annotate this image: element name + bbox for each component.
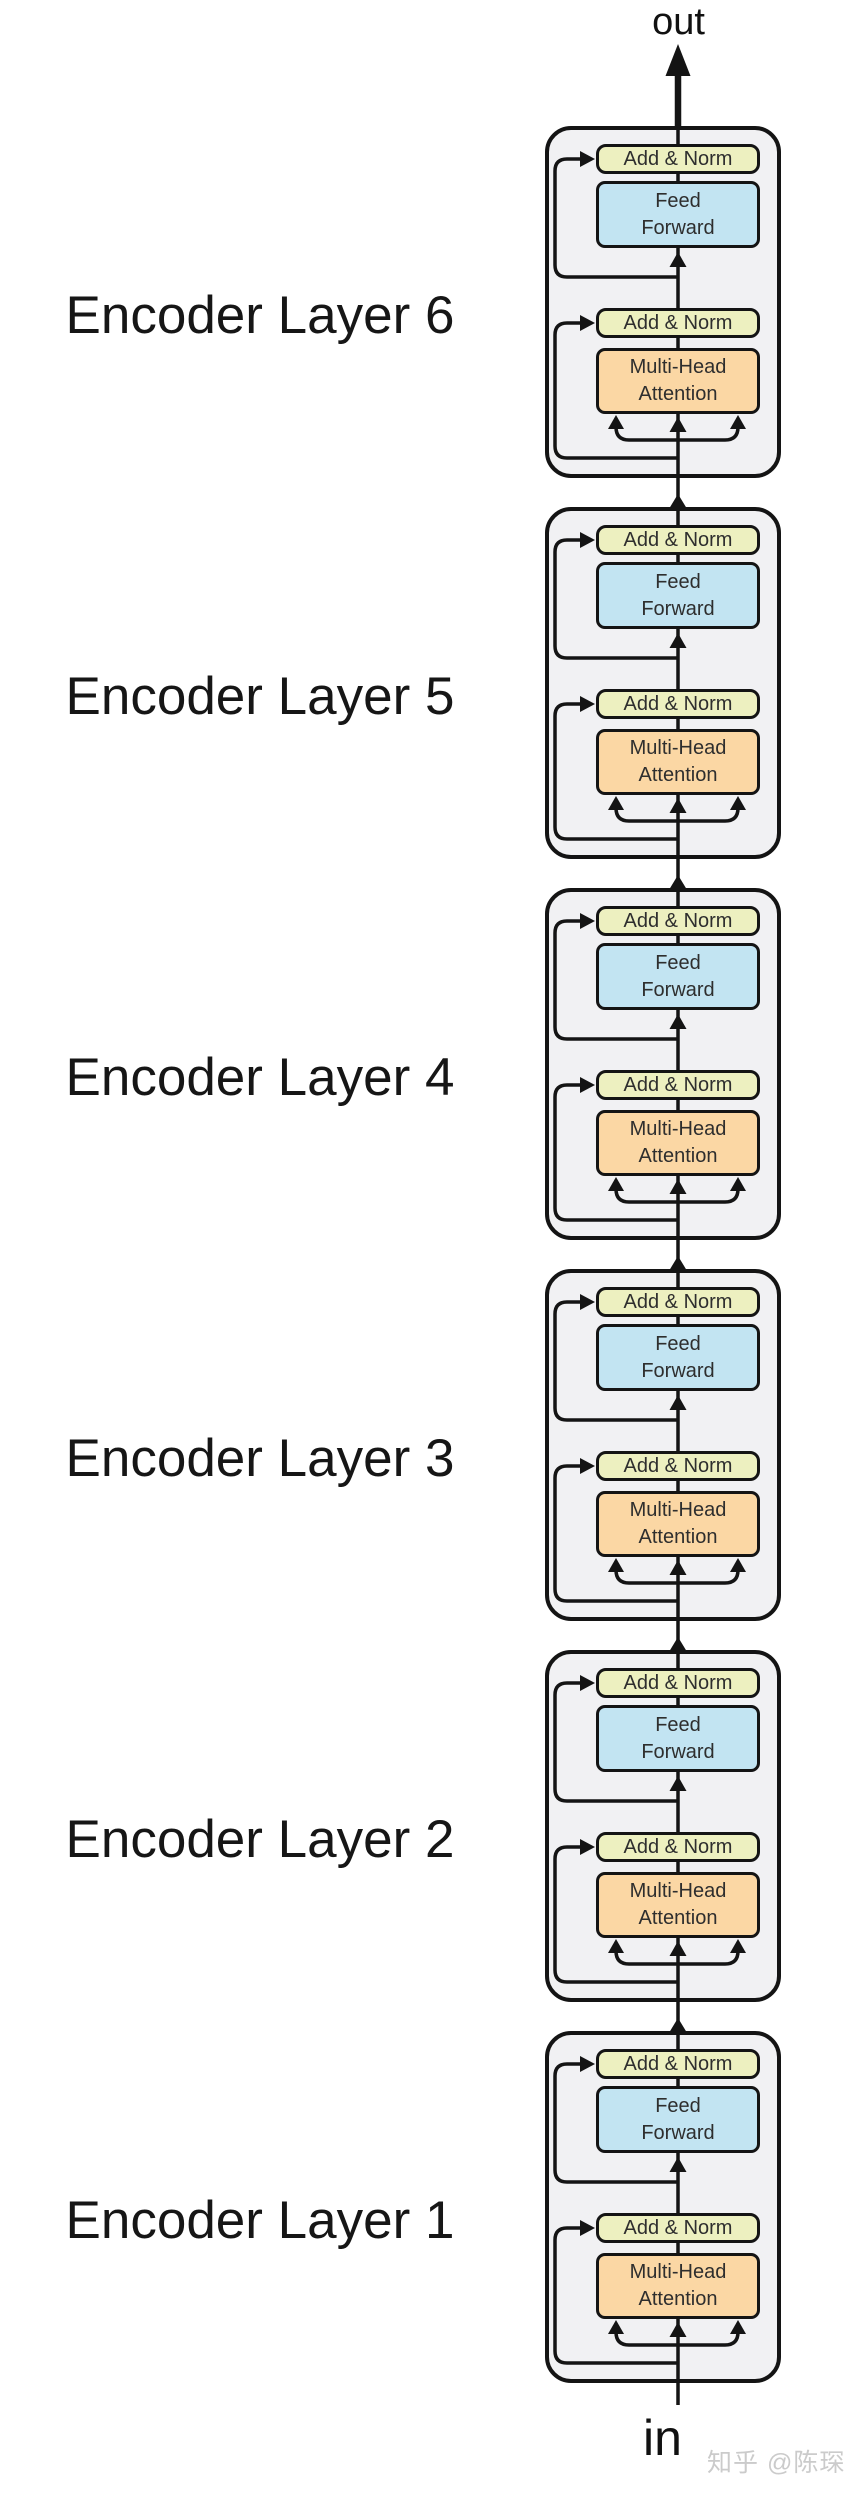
encoder-layer-5: Encoder Layer 5 Add & Norm Feed Forward … <box>0 507 868 859</box>
add-norm-bottom-box: Add & Norm <box>596 689 760 719</box>
add-norm-bottom-box: Add & Norm <box>596 1832 760 1862</box>
input-label: in <box>643 2410 682 2466</box>
output-label: out <box>652 1 705 43</box>
feed-forward-box: Feed Forward <box>596 562 760 629</box>
layer-label: Encoder Layer 5 <box>65 667 455 726</box>
feed-forward-line2: Forward <box>641 978 715 1001</box>
mha-line1: Multi-Head <box>629 2261 727 2283</box>
add-norm-top-box: Add & Norm <box>596 2049 760 2079</box>
add-norm-bottom-box: Add & Norm <box>596 308 760 338</box>
mha-line1: Multi-Head <box>629 1118 727 1140</box>
feed-forward-line1: Feed <box>655 570 701 593</box>
interlayer-arrowhead <box>669 494 687 508</box>
add-norm-top-box: Add & Norm <box>596 1287 760 1317</box>
multi-head-attention-box: Multi-Head Attention <box>596 348 760 414</box>
feed-forward-line1: Feed <box>655 1332 701 1355</box>
mha-line2: Attention <box>638 383 718 405</box>
add-norm-top-box: Add & Norm <box>596 525 760 555</box>
interlayer-arrowhead <box>669 1256 687 1270</box>
add-norm-bottom-box: Add & Norm <box>596 2213 760 2243</box>
multi-head-attention-box: Multi-Head Attention <box>596 1110 760 1176</box>
feed-forward-line2: Forward <box>641 1740 715 1763</box>
layer-label: Encoder Layer 4 <box>65 1048 455 1107</box>
encoder-layer-2: Encoder Layer 2 Add & Norm Feed Forward … <box>0 1650 868 2002</box>
encoder-layer-6: Encoder Layer 6 Add & Norm Feed Forward … <box>0 126 868 478</box>
feed-forward-line1: Feed <box>655 2094 701 2117</box>
multi-head-attention-box: Multi-Head Attention <box>596 1872 760 1938</box>
feed-forward-line2: Forward <box>641 216 715 239</box>
multi-head-attention-box: Multi-Head Attention <box>596 1491 760 1557</box>
add-norm-bottom-box: Add & Norm <box>596 1070 760 1100</box>
add-norm-bottom-box: Add & Norm <box>596 1451 760 1481</box>
interlayer-arrowhead <box>669 1637 687 1651</box>
add-norm-top-box: Add & Norm <box>596 1668 760 1698</box>
mha-line1: Multi-Head <box>629 356 727 378</box>
feed-forward-box: Feed Forward <box>596 1705 760 1772</box>
feed-forward-line2: Forward <box>641 2121 715 2144</box>
layer-label: Encoder Layer 1 <box>65 2191 455 2250</box>
feed-forward-line1: Feed <box>655 1713 701 1736</box>
feed-forward-box: Feed Forward <box>596 181 760 248</box>
feed-forward-line1: Feed <box>655 189 701 212</box>
mha-line1: Multi-Head <box>629 1499 727 1521</box>
mha-line2: Attention <box>638 1907 718 1929</box>
output-arrowhead-icon <box>665 44 691 76</box>
layer-label: Encoder Layer 6 <box>65 286 455 345</box>
mha-line1: Multi-Head <box>629 1880 727 1902</box>
encoder-layer-4: Encoder Layer 4 Add & Norm Feed Forward … <box>0 888 868 1240</box>
feed-forward-box: Feed Forward <box>596 2086 760 2153</box>
interlayer-arrowhead <box>669 875 687 889</box>
mha-line2: Attention <box>638 1145 718 1167</box>
layer-label: Encoder Layer 3 <box>65 1429 455 1488</box>
mha-line2: Attention <box>638 1526 718 1548</box>
feed-forward-line2: Forward <box>641 597 715 620</box>
add-norm-top-box: Add & Norm <box>596 906 760 936</box>
add-norm-top-box: Add & Norm <box>596 144 760 174</box>
multi-head-attention-box: Multi-Head Attention <box>596 2253 760 2319</box>
mha-line1: Multi-Head <box>629 737 727 759</box>
multi-head-attention-box: Multi-Head Attention <box>596 729 760 795</box>
encoder-layer-1: Encoder Layer 1 Add & Norm Feed Forward … <box>0 2031 868 2383</box>
layer-label: Encoder Layer 2 <box>65 1810 455 1869</box>
feed-forward-line1: Feed <box>655 951 701 974</box>
mha-line2: Attention <box>638 2288 718 2310</box>
encoder-layer-3: Encoder Layer 3 Add & Norm Feed Forward … <box>0 1269 868 1621</box>
interlayer-arrowhead <box>669 2018 687 2032</box>
feed-forward-box: Feed Forward <box>596 943 760 1010</box>
mha-line2: Attention <box>638 764 718 786</box>
feed-forward-line2: Forward <box>641 1359 715 1382</box>
watermark: 知乎 @陈琛 <box>707 2449 846 2477</box>
feed-forward-box: Feed Forward <box>596 1324 760 1391</box>
